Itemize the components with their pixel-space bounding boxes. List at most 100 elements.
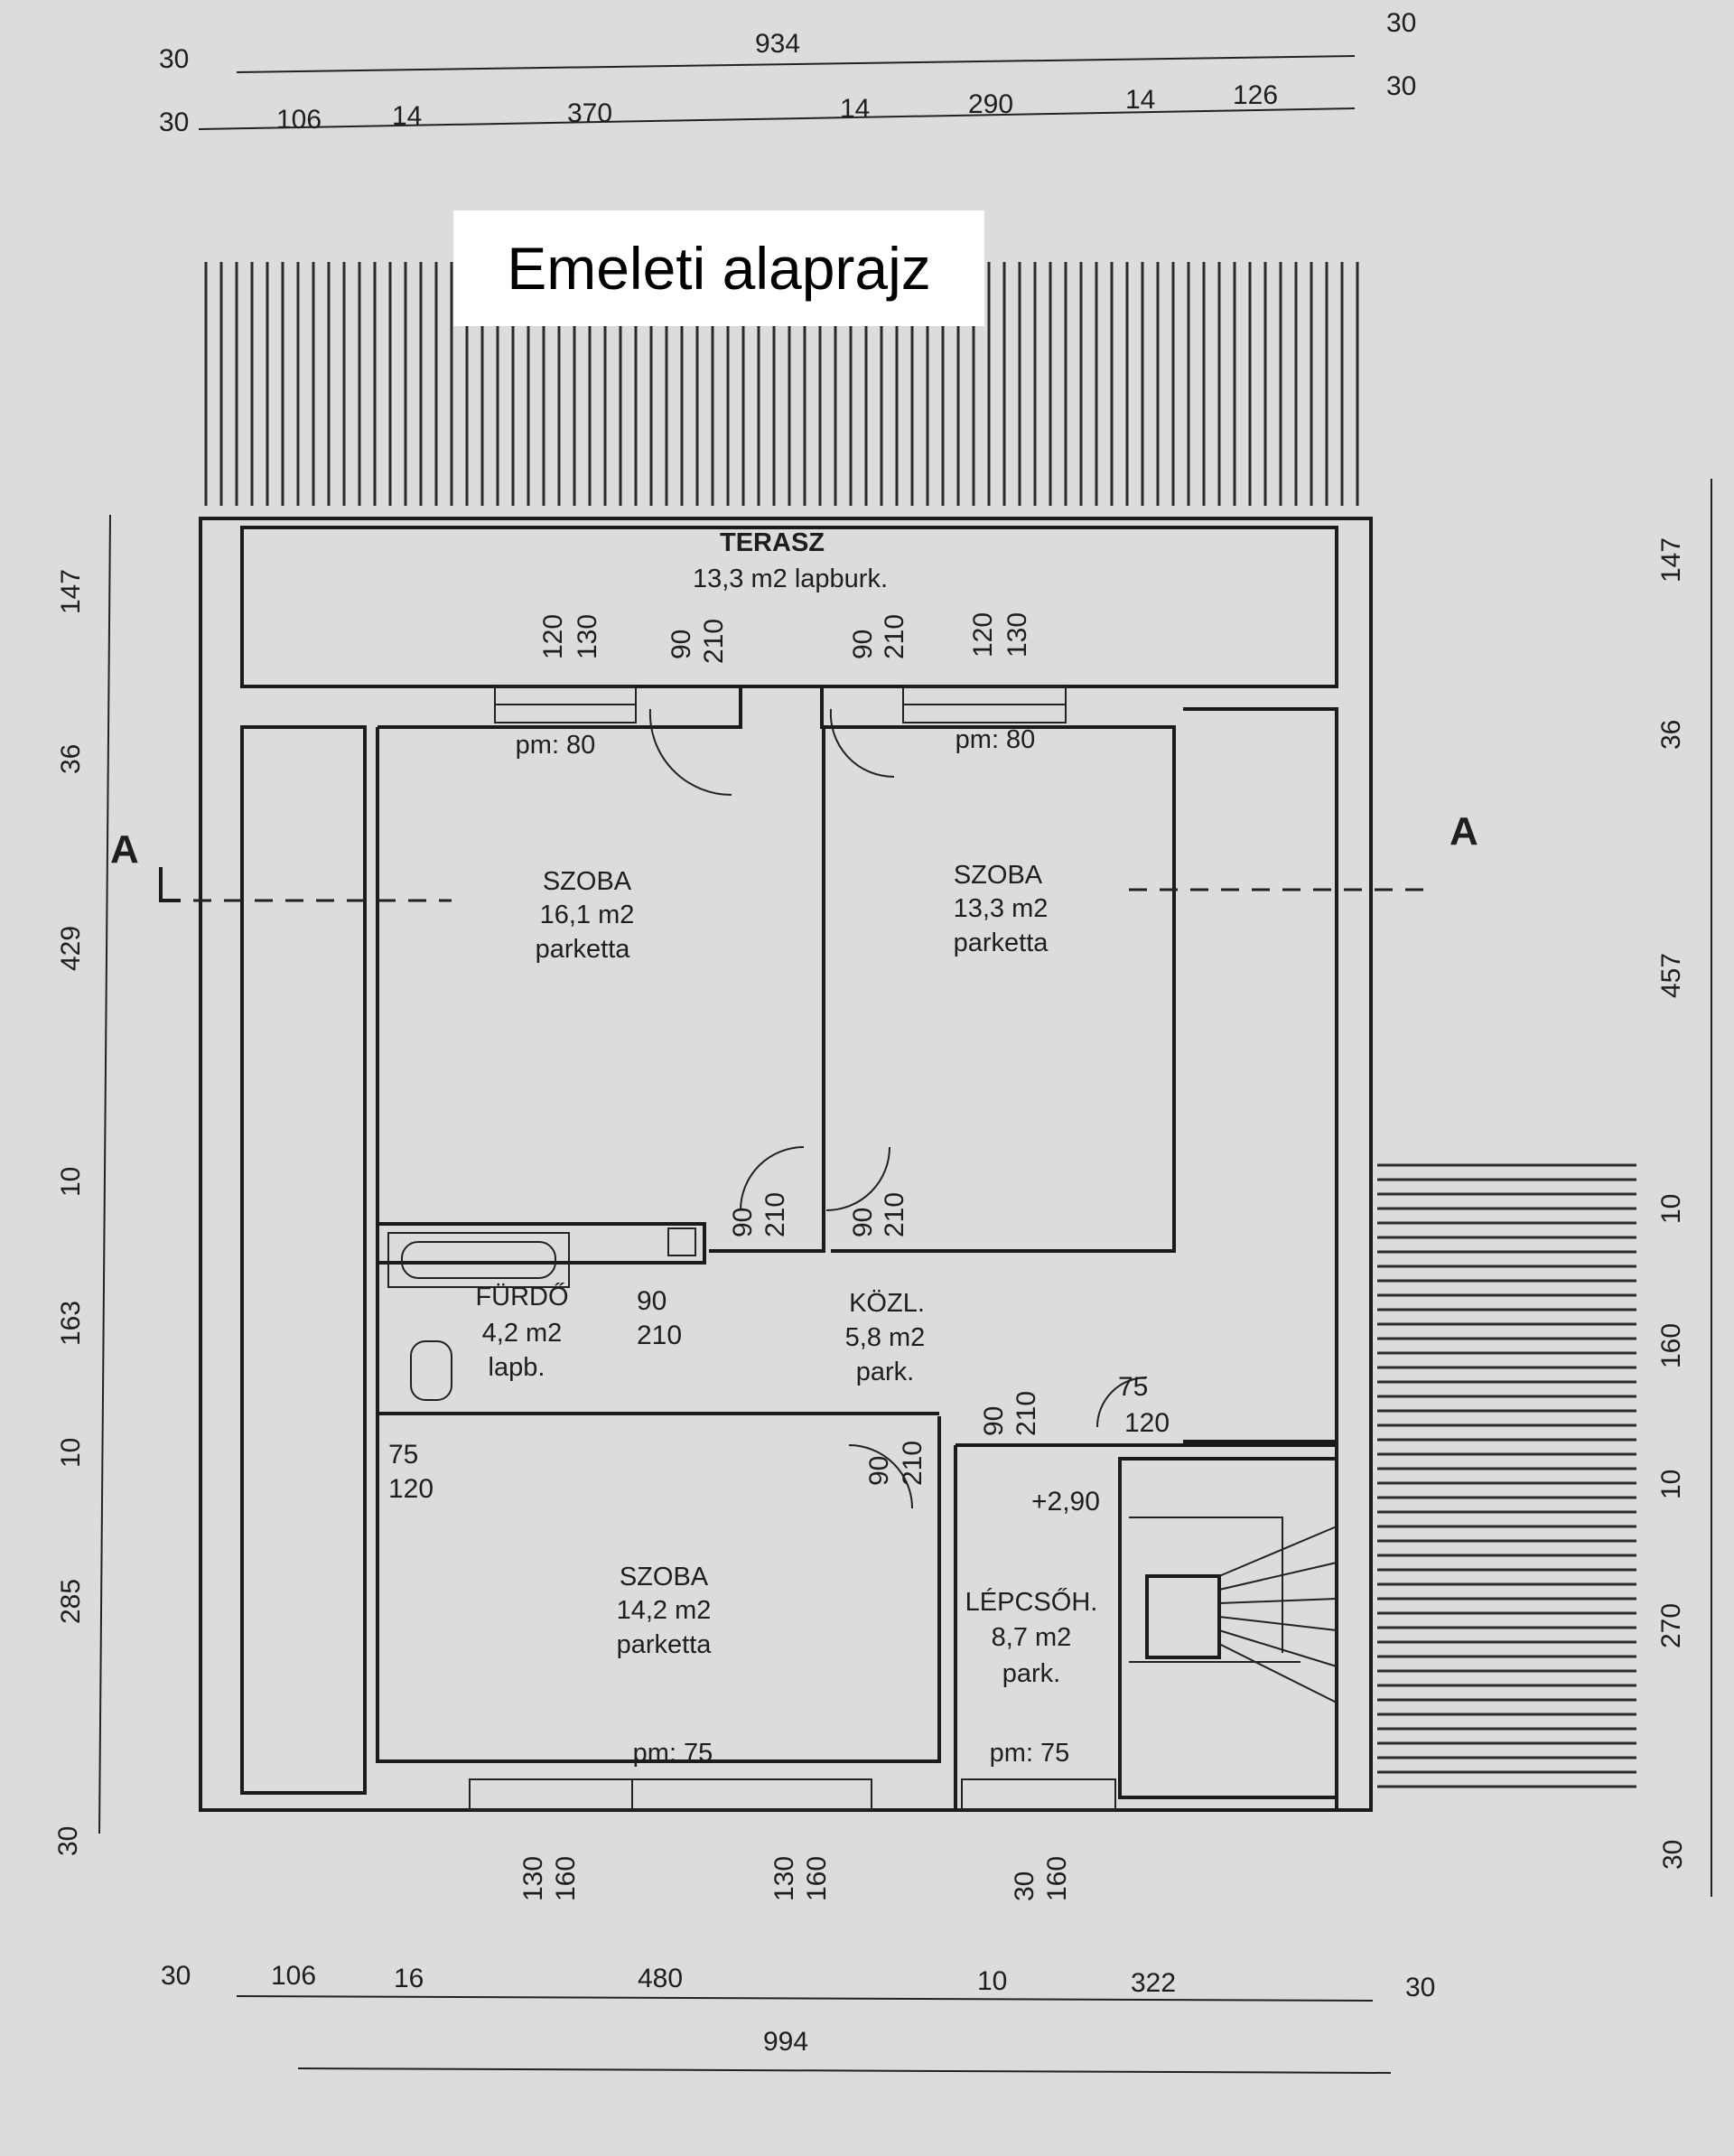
room-bedroom-1: SZOBA 16,1 m2 parketta [536, 867, 635, 964]
top-dim-row2-3: 14 [392, 101, 422, 131]
room-finish: park. [856, 1358, 914, 1386]
opening-height: 130 [1002, 612, 1032, 658]
sill-height-1: pm: 80 [516, 731, 596, 760]
room-finish: parketta [536, 935, 631, 964]
opening-height: 210 [699, 619, 729, 664]
opening-height: 160 [802, 1856, 832, 1901]
top-dim-row2-7: 14 [1125, 85, 1155, 115]
top-dimensions: 30 934 30 30 106 14 370 14 290 14 126 30 [159, 8, 1416, 137]
walls [159, 517, 1427, 1812]
room-name: KÖZL. [849, 1289, 925, 1318]
top-dim-row1-2: 30 [1386, 8, 1416, 38]
top-dim-row1-1: 30 [159, 44, 189, 74]
room-name: TERASZ [720, 528, 825, 557]
opening-width: 120 [968, 612, 998, 658]
opening-width: 90 [728, 1208, 758, 1237]
opening-width: 130 [769, 1856, 799, 1901]
right-dim-6: 10 [1656, 1470, 1686, 1499]
opening-sizes: 120 130 90 210 90 210 120 130 90 210 90 … [388, 612, 1170, 1901]
room-finish: parketta [617, 1630, 713, 1659]
top-dim-row2-9: 30 [1386, 71, 1416, 101]
room-hall: KÖZL. 5,8 m2 park. [845, 1289, 926, 1386]
sill-heights: pm: 80 pm: 80 pm: 75 pm: 75 [516, 725, 1070, 1768]
opening-width: 90 [667, 630, 696, 659]
left-dim-8: 30 [53, 1826, 83, 1856]
opening-width: 90 [848, 1208, 878, 1237]
section-mark-right: A [1450, 809, 1478, 854]
left-dim-5: 163 [56, 1301, 86, 1346]
right-dim-1: 147 [1656, 537, 1686, 583]
left-dim-2: 36 [56, 744, 86, 774]
room-bedroom-2: SZOBA 13,3 m2 parketta [954, 861, 1049, 957]
room-staircase: LÉPCSŐH. 8,7 m2 park. [965, 1587, 1098, 1688]
opening-height: 210 [898, 1441, 928, 1486]
left-dim-4: 10 [56, 1167, 86, 1197]
right-dimensions: 147 36 457 10 160 10 270 30 [1656, 479, 1712, 1897]
right-dim-2: 36 [1656, 720, 1686, 750]
bottom-dimensions: 30 106 16 480 10 322 30 994 [161, 1961, 1435, 2074]
bottom-dim-2: 106 [271, 1961, 316, 1991]
left-dim-6: 10 [56, 1438, 86, 1468]
window-lines [469, 686, 1116, 1811]
opening-width: 90 [637, 1286, 667, 1316]
room-finish: lapb. [489, 1353, 545, 1382]
opening-height: 130 [573, 614, 602, 659]
room-area: 13,3 m2 [954, 894, 1049, 923]
right-dim-7: 270 [1656, 1603, 1686, 1648]
room-name: SZOBA [954, 861, 1043, 890]
room-area: 5,8 m2 [845, 1323, 926, 1352]
left-dim-1: 147 [56, 569, 86, 614]
opening-height: 210 [880, 1192, 909, 1237]
title-label: Emeleti alaprajz [453, 210, 984, 326]
left-dim-7: 285 [56, 1579, 86, 1624]
left-dim-3: 429 [56, 926, 86, 971]
bathroom-fixtures [387, 1227, 696, 1401]
opening-width: 75 [388, 1440, 418, 1470]
bottom-dim-4: 480 [638, 1964, 683, 1993]
room-name: LÉPCSŐH. [965, 1587, 1098, 1617]
top-dim-row2-4: 370 [567, 98, 612, 128]
opening-height: 210 [637, 1321, 682, 1350]
opening-width: 130 [518, 1856, 548, 1901]
opening-height: 210 [760, 1192, 790, 1237]
title-text: Emeleti alaprajz [507, 235, 931, 302]
sill-height-4: pm: 75 [990, 1739, 1070, 1768]
opening-width: 90 [864, 1456, 894, 1486]
room-bedroom-3: SZOBA 14,2 m2 parketta [617, 1563, 713, 1659]
top-dim-row2-1: 30 [159, 107, 189, 137]
room-area: 8,7 m2 [992, 1623, 1072, 1652]
opening-height: 210 [1012, 1391, 1041, 1436]
right-dim-3: 457 [1656, 953, 1686, 998]
room-area: 14,2 m2 [617, 1596, 712, 1625]
top-dim-row2-8: 126 [1233, 80, 1278, 110]
right-dim-8: 30 [1658, 1840, 1688, 1870]
room-area: 16,1 m2 [540, 901, 635, 929]
opening-height: 120 [1124, 1408, 1170, 1438]
right-dim-4: 10 [1656, 1194, 1686, 1224]
bottom-dim-6: 322 [1131, 1968, 1176, 1998]
top-dim-total: 934 [755, 29, 800, 59]
bottom-dim-5: 10 [977, 1966, 1007, 1996]
room-finish: park. [1002, 1659, 1060, 1688]
opening-height: 120 [388, 1474, 434, 1504]
opening-height: 160 [1042, 1856, 1072, 1901]
opening-width: 90 [848, 630, 878, 659]
top-dim-row2-6: 290 [968, 89, 1013, 119]
bottom-dim-3: 16 [394, 1964, 424, 1993]
sill-height-3: pm: 75 [633, 1739, 713, 1768]
left-dimensions: 147 36 429 10 163 10 285 30 [53, 514, 111, 1856]
top-dim-row2-2: 106 [276, 105, 322, 135]
opening-height: 160 [551, 1856, 581, 1901]
opening-width: 90 [979, 1406, 1009, 1436]
sill-height-2: pm: 80 [956, 725, 1036, 754]
opening-width: 75 [1118, 1372, 1148, 1402]
room-name: FÜRDŐ [475, 1282, 568, 1311]
opening-height: 210 [880, 614, 909, 659]
bottom-dim-total: 994 [763, 2027, 808, 2057]
opening-width: 30 [1010, 1871, 1039, 1901]
bottom-dim-1: 30 [161, 1961, 191, 1991]
room-bathroom: FÜRDŐ 4,2 m2 lapb. [475, 1282, 568, 1382]
section-mark-left: A [110, 827, 139, 872]
bottom-dim-7: 30 [1405, 1973, 1435, 2002]
terrace-hatching [204, 262, 1359, 506]
